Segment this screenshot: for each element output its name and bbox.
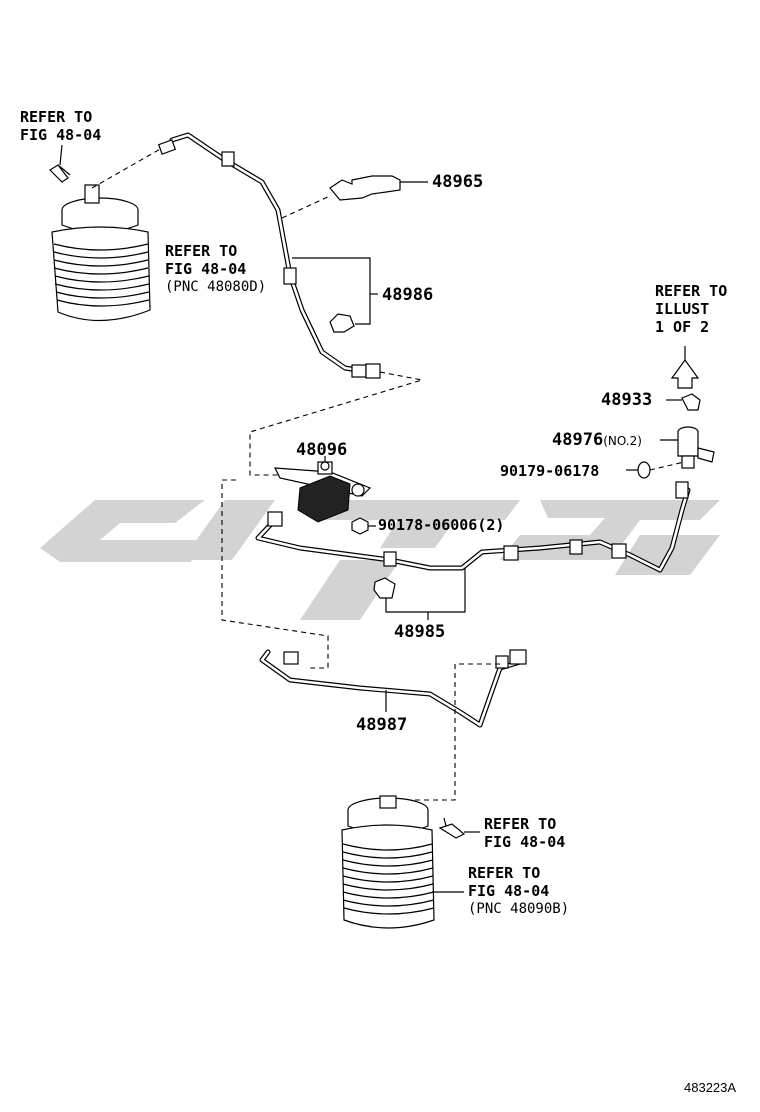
refer-line: REFER TO	[468, 864, 541, 882]
part-number-90178: 90178-06006(2)	[378, 516, 505, 534]
part-number-48965: 48965	[432, 172, 484, 192]
refer-label-top-left-clip: REFER TO FIG 48-04	[20, 110, 101, 143]
part-number-48985: 48985	[394, 622, 446, 642]
part-number-48096: 48096	[296, 440, 348, 460]
valve-48096	[273, 461, 372, 523]
figure-code: 483223A	[684, 1080, 737, 1095]
refer-line: FIG 48-04	[165, 260, 247, 278]
refer-pnc: (PNC 48080D)	[165, 279, 267, 295]
part-number-48976: 48976(NO.2)	[552, 432, 642, 449]
fitting-48933	[681, 393, 701, 411]
refer-line: 1 OF 2	[655, 318, 710, 336]
washer-90179	[637, 461, 651, 479]
clip-top-left	[49, 164, 71, 183]
refer-line: REFER TO	[165, 242, 238, 260]
part-qualifier-48976: (NO.2)	[603, 434, 642, 448]
refer-line: REFER TO	[484, 815, 557, 833]
refer-line: FIG 48-04	[468, 882, 550, 900]
air-spring-bellows-bottom	[341, 795, 435, 929]
clip-48986	[329, 313, 355, 333]
valve-48976	[677, 426, 715, 469]
hose-main	[255, 481, 691, 573]
nut-90178	[351, 517, 369, 535]
refer-label-bottom-clip: REFER TO FIG 48-04	[484, 817, 565, 850]
air-spring-bellows-top	[51, 184, 151, 322]
clamp-48965	[329, 175, 401, 201]
refer-label-illust: REFER TO ILLUST 1 OF 2	[655, 284, 727, 335]
part-number-90179: 90179-06178	[500, 462, 600, 480]
clip-48985	[373, 577, 396, 599]
part-number-48933: 48933	[601, 390, 653, 410]
refer-label-top-left-bag: REFER TO FIG 48-04 (PNC 48080D)	[165, 242, 267, 295]
refer-line: REFER TO	[20, 108, 93, 126]
refer-line: FIG 48-04	[484, 833, 566, 851]
part-number-48976-code: 48976	[552, 430, 604, 450]
hose-48986	[157, 132, 381, 379]
refer-label-bottom-bag: REFER TO FIG 48-04 (PNC 48090B)	[468, 864, 570, 917]
part-number-48986: 48986	[382, 285, 434, 305]
clip-bottom	[438, 817, 466, 839]
refer-line: FIG 48-04	[20, 126, 102, 144]
part-number-48987: 48987	[356, 715, 408, 735]
hose-48987	[259, 649, 527, 728]
refer-line: REFER TO	[655, 282, 728, 300]
refer-line: ILLUST	[655, 300, 710, 318]
refer-pnc: (PNC 48090B)	[468, 901, 570, 917]
